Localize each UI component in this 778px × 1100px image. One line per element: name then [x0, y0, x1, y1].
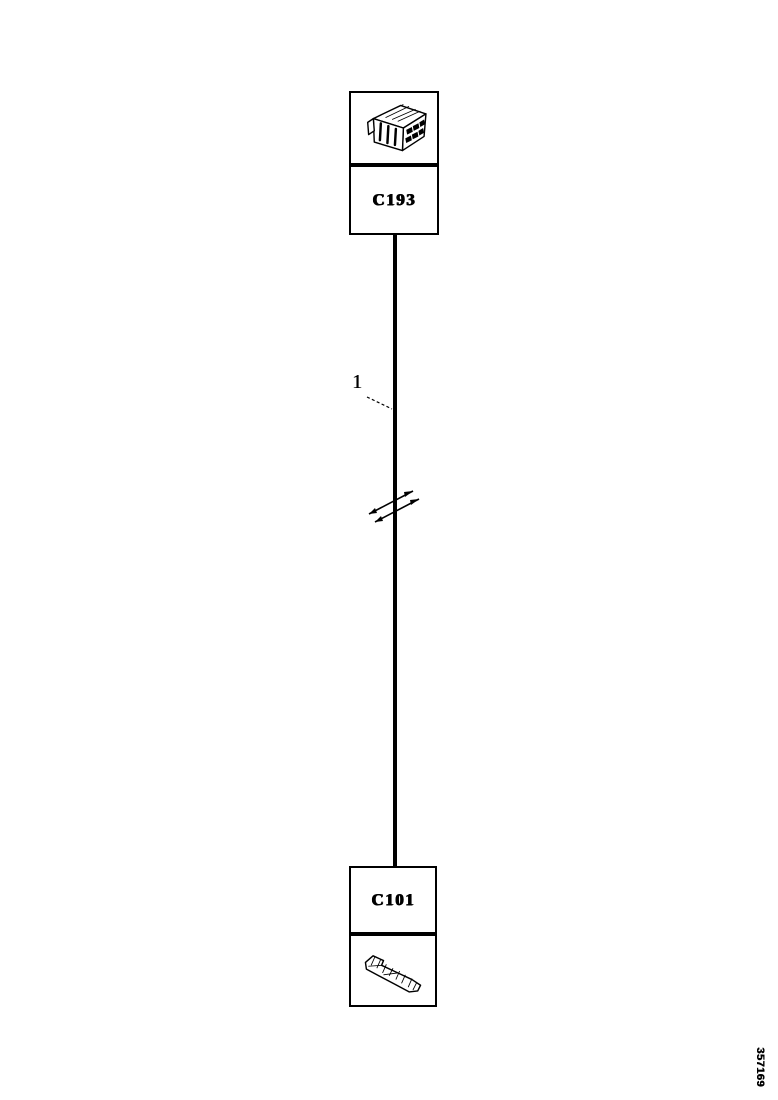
connector-c101-label: C101	[371, 890, 415, 909]
connector-c193-illustration-cell	[351, 93, 437, 167]
connector-c101-label-cell: C101	[351, 868, 435, 936]
figure-number: 357169	[754, 1047, 766, 1087]
wire-terminal-icon	[364, 954, 422, 993]
wire	[393, 233, 397, 866]
connector-box-c101: C101	[349, 866, 437, 1007]
callout-leader-line	[366, 396, 393, 410]
connector-box-c193: C193	[349, 91, 439, 235]
wire-callout-label: 1	[352, 371, 362, 393]
connector-c193-label-cell: C193	[351, 167, 437, 233]
connector-c193-label: C193	[372, 190, 416, 209]
connector-c101-illustration-cell	[351, 936, 435, 1005]
multi-pin-connector-icon	[366, 104, 427, 152]
